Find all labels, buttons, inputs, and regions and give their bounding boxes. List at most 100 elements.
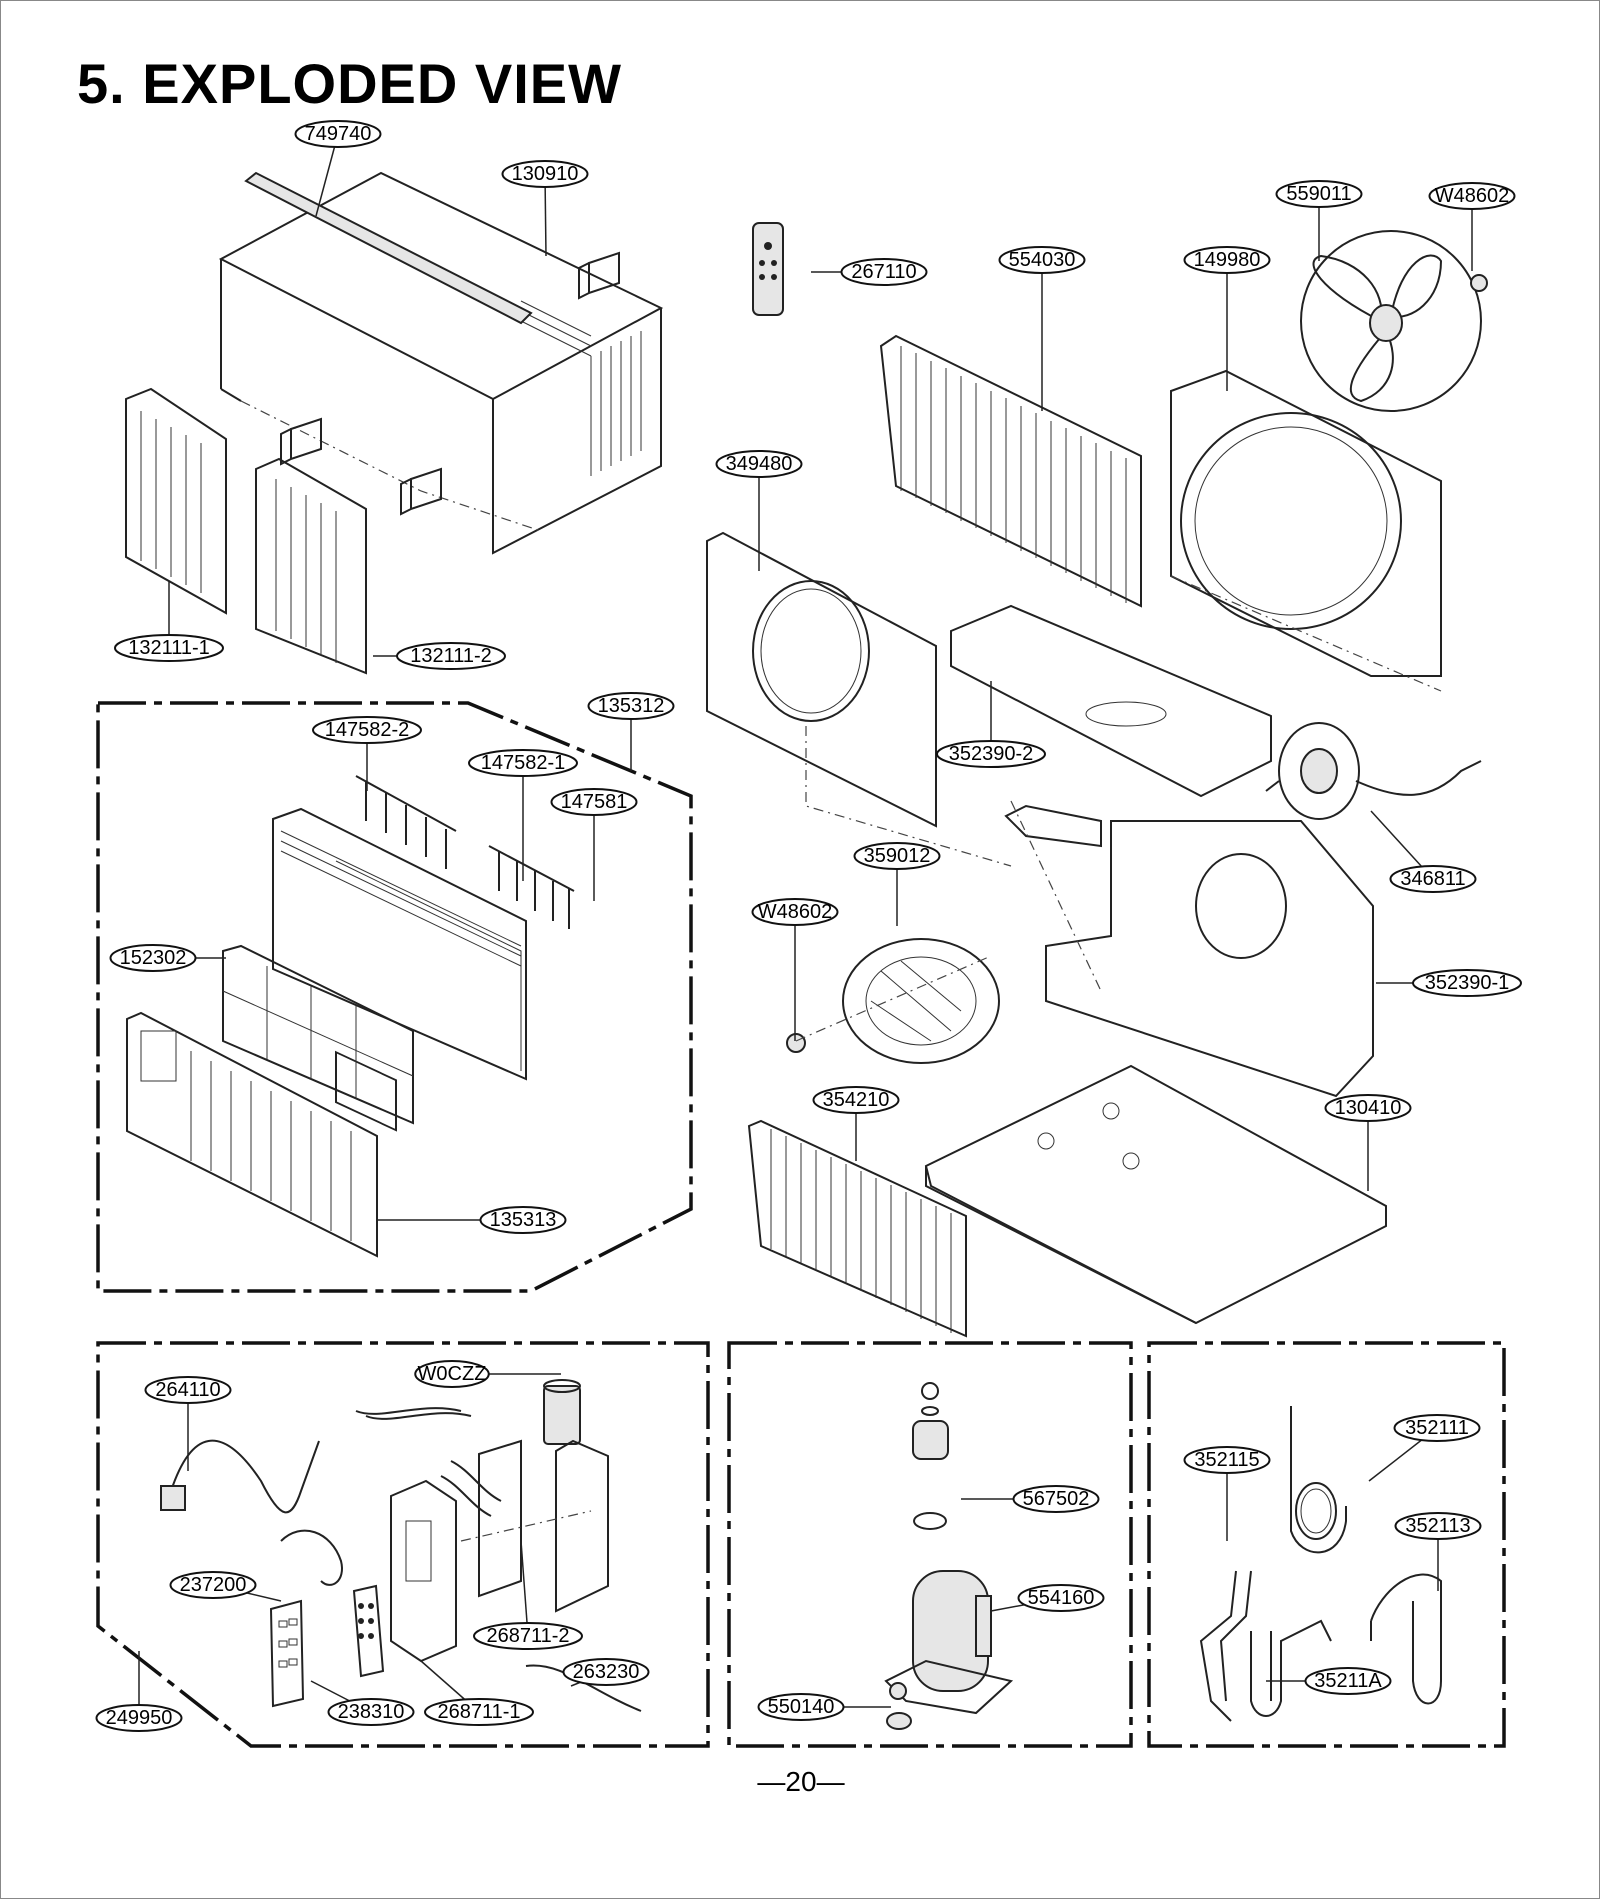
part-callout-135313: 135313: [479, 1206, 567, 1234]
part-callout-35211a: 35211A: [1304, 1667, 1392, 1695]
control-panel-part: [269, 1599, 305, 1708]
callout-oval: [1183, 1446, 1271, 1474]
bracket-part: [280, 417, 322, 466]
part-number-label: 352115: [1194, 1449, 1259, 1471]
part-callout-268711-2: 268711-2: [473, 1622, 583, 1650]
part-number-label: 238310: [338, 1701, 405, 1723]
callout-oval: [1304, 1667, 1392, 1695]
callout-oval: [414, 1360, 490, 1388]
callout-oval: [562, 1658, 650, 1686]
grommet-part: [886, 1712, 912, 1730]
part-number-label: 149980: [1194, 249, 1261, 271]
tubing-group-box: [1147, 1341, 1506, 1748]
callout-oval: [715, 450, 803, 478]
part-callout-130910: 130910: [501, 160, 589, 188]
part-callout-w0czz: W0CZZ: [414, 1360, 490, 1388]
part-number-label: 554030: [1009, 249, 1076, 271]
part-callout-130410: 130410: [1324, 1094, 1412, 1122]
part-number-label: 550140: [768, 1696, 835, 1718]
part-callout-149980: 149980: [1183, 246, 1271, 274]
part-number-label: 559011: [1286, 183, 1351, 205]
evaporator-coil-part: [879, 334, 1142, 608]
part-number-label: 152302: [120, 947, 187, 969]
callout-oval: [479, 1206, 567, 1234]
part-callout-267110: 267110: [840, 258, 928, 286]
part-number-label: 130410: [1335, 1097, 1402, 1119]
part-number-label: W48602: [1435, 185, 1510, 207]
nut-part: [786, 1033, 806, 1053]
power-cord-part: [160, 1439, 320, 1514]
part-number-label: 132111-1: [128, 637, 210, 659]
callout-oval: [812, 1086, 900, 1114]
callout-oval: [853, 842, 941, 870]
part-number-label: 135313: [490, 1209, 557, 1231]
part-callout-268711-1: 268711-1: [424, 1698, 534, 1726]
part-number-label: 130910: [512, 163, 579, 185]
part-callout-352111: 352111: [1393, 1414, 1481, 1442]
callout-oval: [1183, 246, 1271, 274]
part-number-label: 567502: [1023, 1488, 1090, 1510]
page-number: —20—: [757, 1766, 845, 1797]
callout-oval: [294, 120, 382, 148]
suction-tube-part: [1199, 1570, 1252, 1722]
part-number-label: 352390-2: [949, 743, 1034, 765]
callout-oval: [114, 634, 224, 662]
bracket-part: [578, 251, 620, 300]
callout-oval: [501, 160, 589, 188]
part-number-label: 132111-2: [410, 645, 492, 667]
base-pan-part: [924, 1064, 1387, 1325]
callout-oval: [998, 246, 1086, 274]
callout-oval: [840, 258, 928, 286]
inlet-grille-part: [126, 1011, 378, 1258]
callout-oval: [1393, 1414, 1481, 1442]
discharge-tube-part: [1250, 1619, 1332, 1717]
part-number-label: 349480: [726, 453, 793, 475]
callout-oval: [327, 1698, 415, 1726]
part-number-label: 147582-1: [481, 752, 566, 774]
part-callout-354210: 354210: [812, 1086, 900, 1114]
part-callout-w48602: W48602: [751, 898, 839, 926]
callout-oval: [1412, 969, 1522, 997]
part-callout-264110: 264110: [144, 1376, 232, 1404]
air-guide-housing-part: [1004, 804, 1374, 1098]
part-callout-147581: 147581: [550, 788, 638, 816]
part-callout-237200: 237200: [169, 1571, 257, 1599]
callout-oval: [1275, 180, 1363, 208]
part-number-label: 35211A: [1314, 1670, 1382, 1692]
nut-part: [1470, 274, 1488, 292]
part-number-label: 352390-1: [1425, 972, 1510, 994]
part-callout-554030: 554030: [998, 246, 1086, 274]
part-number-label: 268711-1: [437, 1701, 520, 1723]
callout-oval: [550, 788, 638, 816]
compressor-cover-part: [912, 1382, 949, 1530]
callout-oval: [396, 642, 506, 670]
callout-oval: [1428, 182, 1516, 210]
part-callout-346811: 346811: [1389, 865, 1477, 893]
part-number-label: W48602: [758, 901, 833, 923]
air-filter-part: [222, 944, 414, 1125]
callout-leaders: [138, 133, 1473, 1718]
part-callout-249950: 249950: [95, 1704, 183, 1732]
part-callout-749740: 749740: [294, 120, 382, 148]
part-callout-135312: 135312: [587, 692, 675, 720]
capacitor-part: [543, 1379, 581, 1445]
callout-oval: [473, 1622, 583, 1650]
part-callout-152302: 152302: [109, 944, 197, 972]
part-number-label: W0CZZ: [418, 1363, 487, 1385]
drain-pan-part: [950, 604, 1272, 798]
part-number-label: 264110: [155, 1379, 220, 1401]
louver-part: [355, 775, 575, 929]
fan-motor-part: [1265, 722, 1482, 820]
side-curtain-right-part: [255, 457, 367, 675]
callout-oval: [169, 1571, 257, 1599]
callout-oval: [587, 692, 675, 720]
part-number-label: 554160: [1028, 1587, 1095, 1609]
part-callout-559011: 559011: [1275, 180, 1363, 208]
callout-oval: [757, 1693, 845, 1721]
callout-oval: [1324, 1094, 1412, 1122]
compressor-group-box: [727, 1341, 1133, 1748]
part-number-label: 354210: [823, 1089, 890, 1111]
condenser-coil-part: [747, 1119, 967, 1338]
callout-oval: [936, 740, 1046, 768]
